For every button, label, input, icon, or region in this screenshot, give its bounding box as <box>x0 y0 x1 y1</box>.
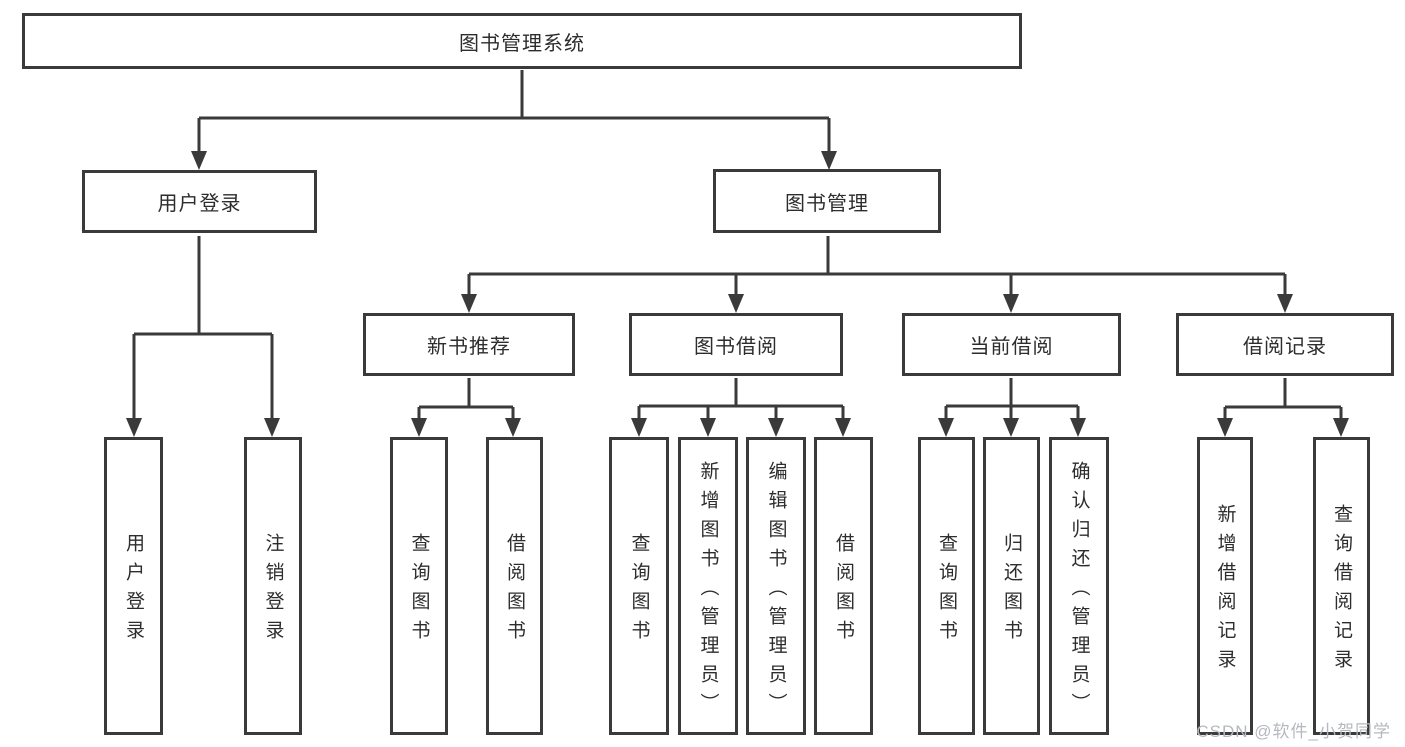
leaf-add-books-admin: 新增图书（管理员） <box>678 437 738 735</box>
node-book-management: 图书管理 <box>713 169 941 233</box>
leaf-add-borrow-record: 新增借阅记录 <box>1197 437 1253 735</box>
csdn-watermark: CSDN @软件_小贺同学 <box>1196 722 1391 741</box>
node-new-book-recommend: 新书推荐 <box>363 313 575 376</box>
leaf-logout: 注销登录 <box>244 437 302 735</box>
leaf-query-books-borrow: 查询图书 <box>609 437 669 735</box>
node-borrow-records: 借阅记录 <box>1176 313 1394 376</box>
leaf-edit-books-admin: 编辑图书（管理员） <box>746 437 806 735</box>
leaf-query-books-current: 查询图书 <box>918 437 975 735</box>
leaf-query-borrow-record: 查询借阅记录 <box>1313 437 1370 735</box>
leaf-user-login: 用户登录 <box>104 437 163 735</box>
leaf-borrow-books: 借阅图书 <box>814 437 873 735</box>
node-root: 图书管理系统 <box>22 13 1022 69</box>
arrowheads <box>126 151 1349 437</box>
node-user-login: 用户登录 <box>82 170 317 233</box>
node-book-borrow: 图书借阅 <box>629 313 843 376</box>
leaf-query-books-recommend: 查询图书 <box>390 437 448 735</box>
leaf-return-books: 归还图书 <box>983 437 1040 735</box>
node-current-borrow: 当前借阅 <box>902 313 1121 376</box>
leaf-borrow-books-recommend: 借阅图书 <box>486 437 543 735</box>
leaf-confirm-return-admin: 确认归还（管理员） <box>1049 437 1109 735</box>
